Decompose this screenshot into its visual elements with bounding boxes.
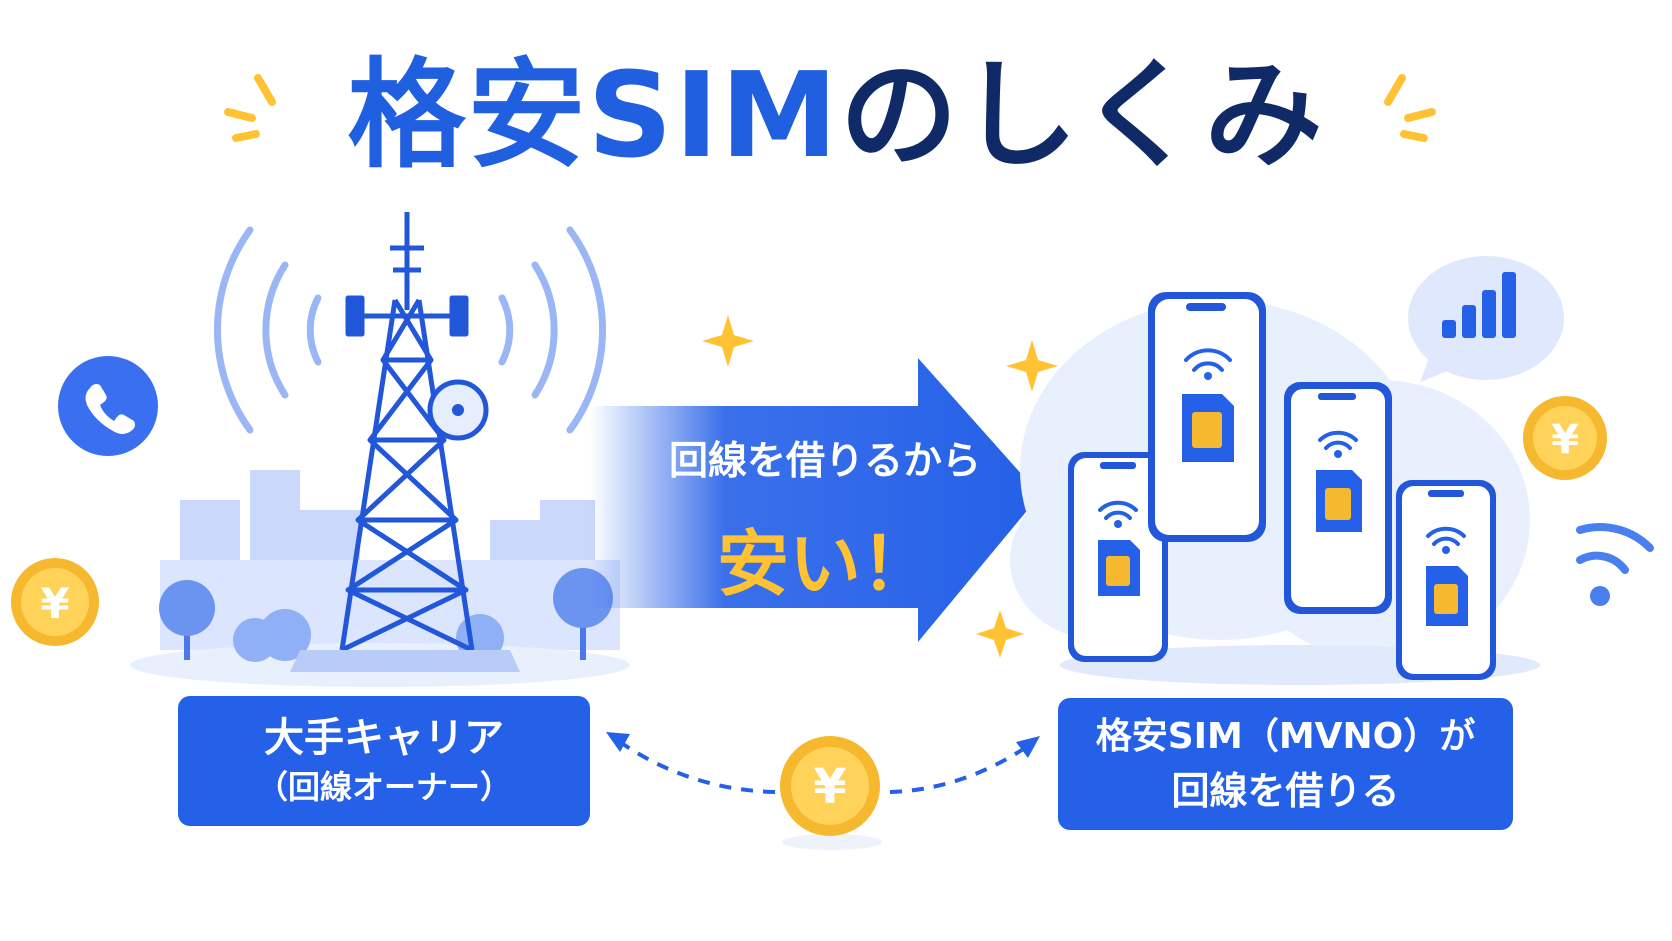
phone-device-2 (1148, 292, 1266, 542)
yen-coin-icon-left: ¥ (11, 558, 99, 646)
coin-symbol-right: ¥ (1551, 417, 1579, 463)
mvno-label-line2: 回線を借りる (1171, 769, 1400, 813)
arrow-emphasis: 安い！ (716, 522, 933, 606)
page-title: 格安SIMのしくみ (0, 40, 1672, 190)
phone-device-1 (1068, 452, 1168, 662)
satellite-dish-icon (427, 379, 489, 441)
title-part1: 格安SIM (347, 46, 840, 184)
yen-coin-icon-right: ¥ (1523, 396, 1607, 480)
signal-waves-left (213, 226, 322, 434)
mvno-label-line1: 格安SIM（MVNO）が (1095, 716, 1476, 757)
sparkle-icon (702, 315, 1058, 658)
title-part2: のしくみ (839, 46, 1325, 184)
title-accent-left (224, 74, 276, 142)
dashed-arrow-left (606, 732, 776, 794)
phone-device-3 (1284, 382, 1392, 614)
arrow-caption: 回線を借りるから (668, 439, 981, 484)
cell-tower-icon (339, 212, 475, 653)
phone-device-4 (1396, 480, 1496, 680)
yen-coin-icon-center: ¥ (780, 736, 882, 850)
signal-waves-right (498, 226, 607, 434)
wifi-icon-edge (1576, 523, 1654, 606)
tower-base (290, 650, 520, 672)
dashed-arrow-right (889, 736, 1040, 794)
phone-icon (58, 356, 158, 456)
mvno-label-box: 格安SIM（MVNO）が 回線を借りる (1058, 698, 1513, 830)
carrier-label-line2: （回線オーナー） (255, 768, 512, 806)
coin-symbol-left: ¥ (40, 579, 69, 628)
carrier-label-box: 大手キャリア （回線オーナー） (178, 696, 590, 826)
coin-symbol-center: ¥ (813, 759, 846, 815)
signal-bars-icon (1408, 256, 1564, 382)
big-arrow (590, 358, 1040, 642)
tree-left (159, 580, 215, 660)
carrier-label-line1: 大手キャリア (264, 715, 504, 761)
title-accent-right (1384, 74, 1436, 142)
